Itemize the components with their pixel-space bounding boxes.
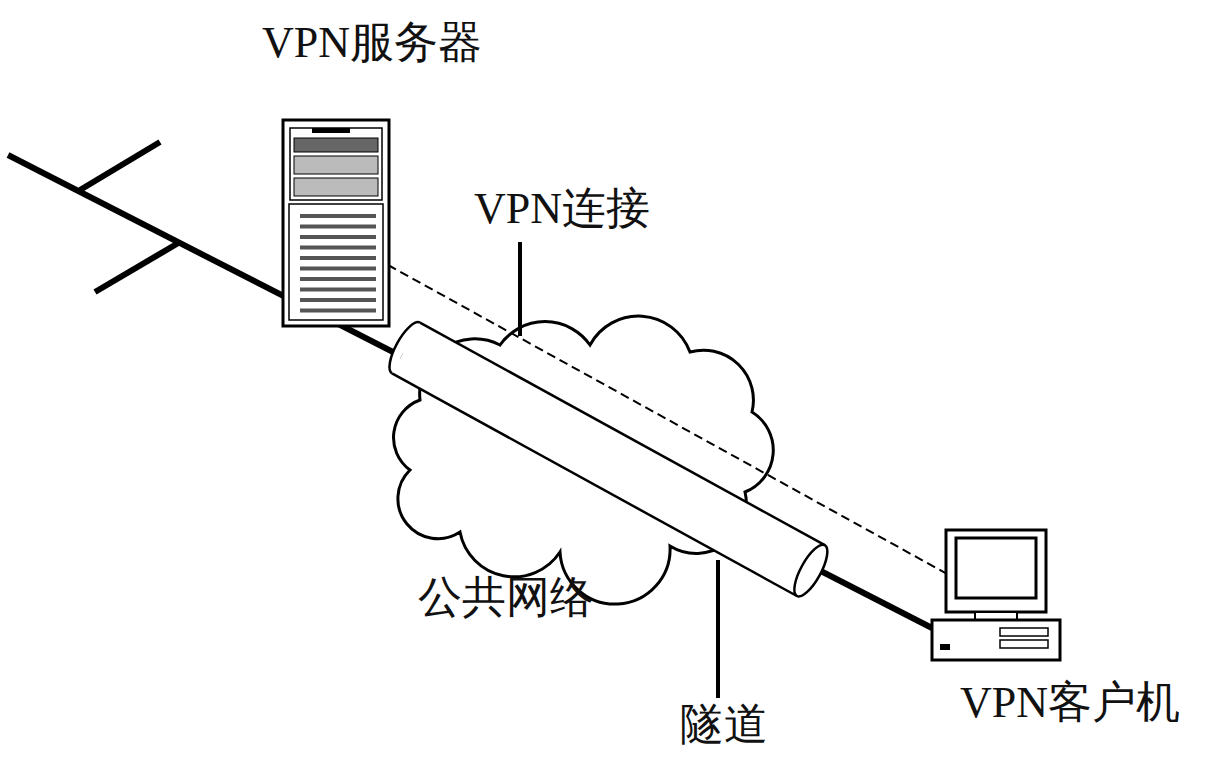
server-vent (300, 309, 376, 313)
server-vent (300, 277, 376, 281)
vpn-connection-label: VPN连接 (474, 184, 650, 235)
server-vent (300, 288, 376, 292)
server-vent (300, 267, 376, 271)
server-vent (300, 214, 376, 218)
vpn-server-label: VPN服务器 (262, 18, 482, 69)
server-vent (300, 225, 376, 229)
server-vent (300, 298, 376, 302)
server-icon (283, 120, 389, 326)
server-vent (300, 235, 376, 239)
vpn-client-label: VPN客户机 (960, 678, 1180, 729)
server-vent (300, 246, 376, 250)
leader-line (518, 242, 522, 336)
tunnel-label: 隧道 (680, 700, 768, 751)
network-branch (80, 142, 160, 190)
leader-line (716, 560, 720, 698)
server-vent (300, 256, 376, 260)
network-backbone (8, 155, 932, 628)
tunnel-cylinder (383, 318, 833, 601)
network-branch (95, 242, 180, 292)
vpn-connection-dashed (388, 265, 958, 580)
public-network-label: 公共网络 (418, 573, 594, 624)
client-pc-icon (932, 530, 1060, 660)
